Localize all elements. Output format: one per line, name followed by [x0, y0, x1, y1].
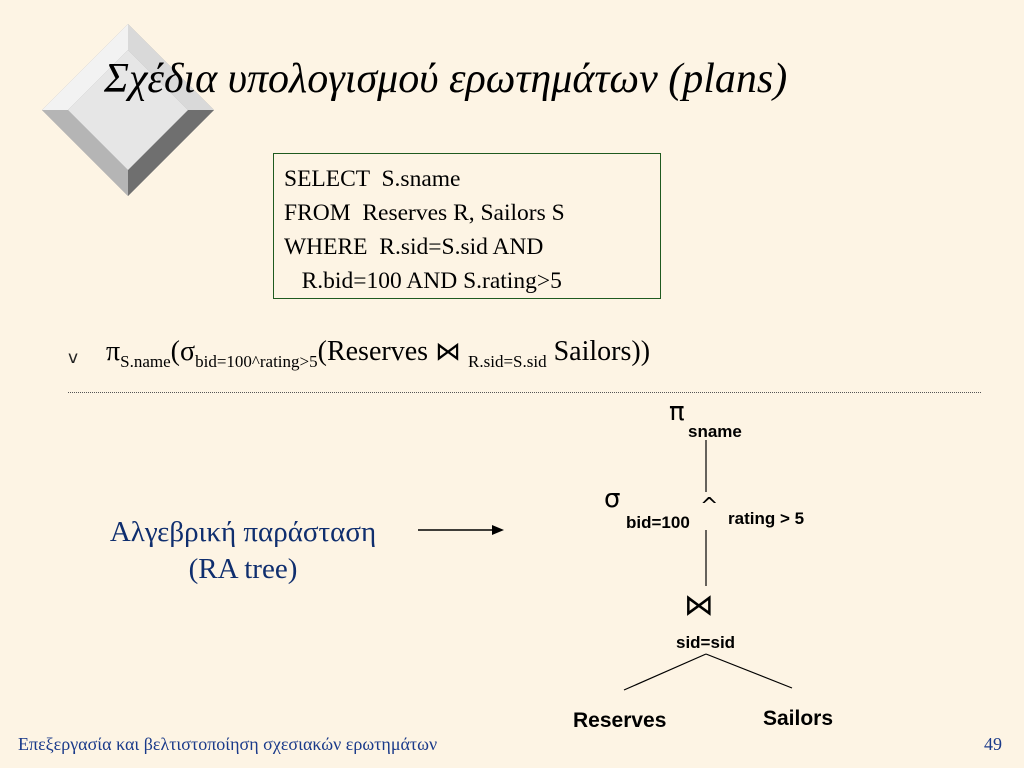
- and-icon: ^: [700, 494, 719, 519]
- sigma-open: (σ: [170, 336, 196, 367]
- footer-text: Επεξεργασία και βελτιστοποίηση σχεσιακών…: [18, 734, 438, 754]
- join-icon: ⋈: [435, 337, 462, 367]
- algebraic-expression-label: Αλγεβρική παράσταση (RA tree): [78, 514, 408, 588]
- sql-line: SELECT S.sname: [284, 166, 461, 192]
- pi-subscript: S.name: [120, 352, 171, 371]
- diamond-decoration: [42, 24, 214, 196]
- tree-edge: [705, 653, 793, 689]
- tree-leaf-reserves: Reserves: [573, 709, 667, 732]
- label-line: (RA tree): [188, 553, 298, 585]
- tree-sigma-label-right: rating > 5: [728, 509, 805, 528]
- sql-line: R.bid=100 AND S.rating>5: [284, 268, 562, 294]
- bullet-marker: v: [68, 348, 79, 368]
- reserves-open: (Reserves: [317, 336, 429, 367]
- label-line: Αλγεβρική παράσταση: [109, 516, 377, 548]
- arrow-head-icon: [492, 525, 504, 535]
- sql-line: FROM Reserves R, Sailors S: [284, 200, 565, 226]
- relational-algebra-expression: πS.name(σbid=100^rating>5(Reserves ⋈ R.s…: [106, 334, 650, 373]
- pi-symbol: π: [106, 336, 121, 367]
- join-icon: ⋈: [684, 588, 714, 623]
- page-number: 49: [984, 734, 1002, 754]
- slide-title: Σχέδια υπολογισμού ερωτημάτων (plans): [104, 56, 788, 102]
- sql-line: WHERE R.sid=S.sid AND: [284, 234, 544, 260]
- sailors-close: Sailors)): [553, 336, 651, 367]
- sigma-subscript: bid=100^rating>5: [195, 352, 318, 371]
- dotted-divider: [68, 392, 981, 393]
- tree-join-label: sid=sid: [676, 633, 736, 652]
- pi-icon: π: [669, 397, 685, 427]
- join-subscript: R.sid=S.sid: [468, 352, 547, 371]
- tree-leaf-sailors: Sailors: [763, 707, 834, 730]
- sql-query-box: SELECT S.sname FROM Reserves R, Sailors …: [273, 153, 661, 299]
- sigma-icon: σ: [604, 484, 621, 514]
- tree-edge: [623, 653, 707, 691]
- tree-pi-label: sname: [688, 422, 742, 441]
- tree-sigma-label-left: bid=100: [626, 513, 690, 532]
